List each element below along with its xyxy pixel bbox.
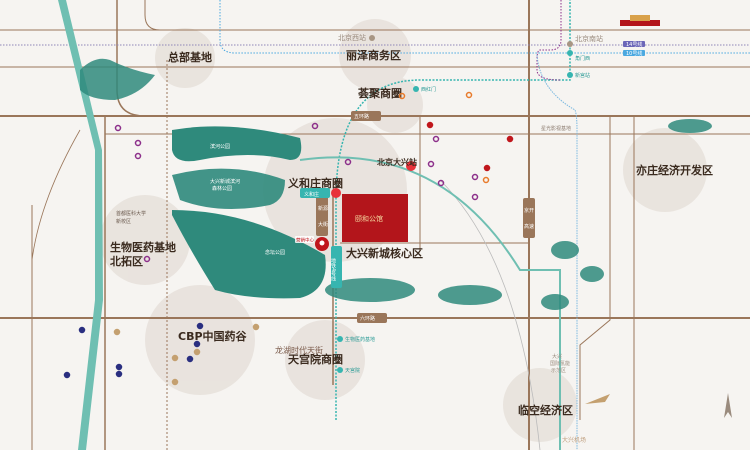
ring6-tag xyxy=(357,313,387,323)
station-daxing-icon[interactable] xyxy=(406,161,416,171)
zone-linkong-label: 临空经济区 xyxy=(518,403,573,417)
station-bjw-icon[interactable] xyxy=(369,35,375,41)
airport-zone-label-1: 大兴 xyxy=(552,353,562,360)
zone-biomed-label-1: 生物医药基地 xyxy=(110,240,176,254)
yiheguang-station-tag xyxy=(300,188,330,198)
xihongmen-label: 西红门 xyxy=(421,86,436,93)
pin-dot-icon xyxy=(319,240,325,246)
zone-biomed-circle xyxy=(100,195,190,285)
xinyuan-label-1: 新源 xyxy=(318,205,328,212)
zone-huiju-circle xyxy=(367,77,423,133)
sales-center-label-bg xyxy=(295,236,314,243)
zone-biomed-label-2: 北拓区 xyxy=(110,254,143,268)
station-yiheguang-icon[interactable] xyxy=(331,188,341,198)
zone-longhu-label: 龙湖时代天街 xyxy=(275,345,323,355)
park-forest-label-1: 大兴新城滨河 xyxy=(210,178,240,185)
tiananmen-icon xyxy=(620,20,660,26)
line10-tag xyxy=(623,50,645,56)
zone-cbp-label: CBP中国药谷 xyxy=(178,329,248,343)
zone-hq-circle xyxy=(155,28,215,88)
zone-daxing-core-label: 大兴新城核心区 xyxy=(346,246,423,260)
zone-hq-label: 总部基地 xyxy=(168,50,212,64)
ring5-label: 五环路 xyxy=(354,113,369,120)
project-name: 颐和公馆 xyxy=(355,214,383,223)
jingkai-label-1: 京开 xyxy=(524,207,534,214)
jingkai-tag xyxy=(523,198,535,238)
jiaomenxi-label: 角门西 xyxy=(575,55,590,62)
ring6-label: 六环路 xyxy=(360,315,375,322)
zone-xingguang-label: 星光影视基地 xyxy=(541,125,571,132)
jingkai-label-2: 高速 xyxy=(524,223,534,230)
airport-zone-label-3: 示范区 xyxy=(551,367,566,374)
poi-markers xyxy=(63,91,514,386)
line4-label: 地铁4号线 xyxy=(330,257,336,281)
xingong-label: 新宫站 xyxy=(575,72,590,79)
zone-yizhuang-label: 亦庄经济开发区 xyxy=(636,163,713,177)
zone-capmed-label-1: 首都医科大学 xyxy=(116,210,146,217)
station-tgy-icon[interactable] xyxy=(337,367,343,373)
line14-label: 14号线 xyxy=(626,41,642,48)
airport-zone-label-2: 国际氢能 xyxy=(550,360,570,367)
yiheguang-station-label: 义和庄 xyxy=(304,191,319,198)
station-bjs-icon[interactable] xyxy=(567,41,573,47)
line4-tag xyxy=(331,246,342,288)
north-arrow-icon xyxy=(724,393,732,418)
xinyuan-label-2: 大街 xyxy=(318,221,328,228)
daxing-station-label: 北京大兴站 xyxy=(377,157,417,167)
zone-capmed-label-2: 新校区 xyxy=(116,218,131,225)
zone-tgy-label: 天宫院商圈 xyxy=(288,352,343,366)
station-jiaomenxi-icon[interactable] xyxy=(567,50,573,56)
park-forest-label-2: 森林公园 xyxy=(212,185,232,192)
beijing-south-label: 北京南站 xyxy=(575,34,603,43)
airport-label: 大兴机场 xyxy=(562,436,586,444)
zone-cbp-circle xyxy=(145,285,255,395)
tiananmen-roof-icon xyxy=(630,15,650,21)
zone-yiheguang-label: 义和庄商圈 xyxy=(288,176,343,190)
park-label: 念坛公园 xyxy=(265,249,285,256)
zone-lize-circle xyxy=(339,19,411,91)
station-xingong-icon[interactable] xyxy=(567,72,573,78)
park-nianfan-label: 滨河公园 xyxy=(210,143,230,150)
zone-yizhuang-circle xyxy=(623,128,707,212)
station-biomed-icon[interactable] xyxy=(337,336,343,342)
zone-huiju-label: 荟聚商圈 xyxy=(357,86,402,100)
zone-linkong-circle xyxy=(503,368,577,442)
sales-center-label: 营销中心 xyxy=(296,237,314,244)
tgy-station-label: 天宫院 xyxy=(345,367,360,374)
zone-tgy-circle xyxy=(285,320,365,400)
canal xyxy=(299,156,561,450)
zone-lize-label: 丽泽商务区 xyxy=(346,48,401,62)
station-xihongmen-icon[interactable] xyxy=(413,86,419,92)
ring5-tag xyxy=(351,111,381,121)
project-block[interactable] xyxy=(342,194,408,242)
river xyxy=(58,0,103,450)
biomed-station-label: 生物医药基地 xyxy=(345,336,375,343)
beijing-west-label: 北京西站 xyxy=(338,33,366,42)
airplane-icon xyxy=(585,394,610,404)
parks xyxy=(80,58,712,310)
line14-tag xyxy=(623,41,645,47)
line10-label: 10号线 xyxy=(626,50,642,57)
xinyuan-tag xyxy=(316,196,328,236)
